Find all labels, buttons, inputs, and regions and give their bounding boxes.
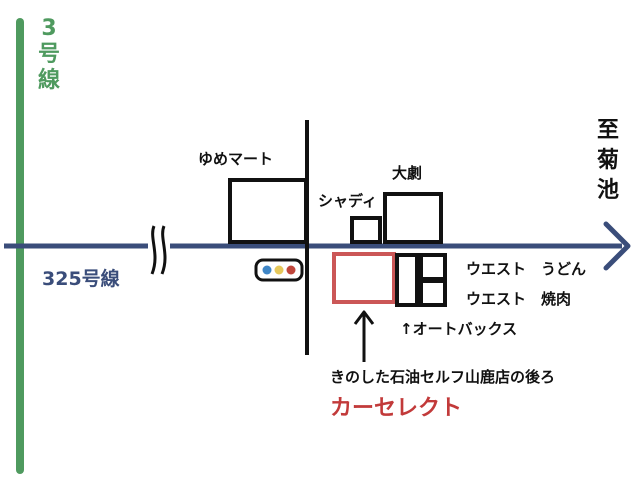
destination-char-1: 至 — [596, 118, 619, 143]
autobacs-label: ↑オートバックス — [400, 320, 518, 338]
car-select-label: カーセレクト — [330, 396, 463, 421]
road-break-mark — [148, 222, 170, 276]
traffic-light-icon — [254, 258, 304, 282]
destination-label: 至 菊 池 — [595, 116, 621, 206]
daigeki-building — [383, 192, 443, 244]
traffic-light-blue — [262, 265, 272, 275]
west-udon-label: ウエスト うどん — [466, 260, 587, 278]
traffic-light-yellow — [274, 265, 284, 275]
route-3-char-2: 号 — [37, 42, 60, 67]
gas-station-note-label: きのした石油セルフ山鹿店の後ろ — [330, 368, 556, 386]
pointer-arrow-icon — [353, 310, 375, 325]
route-3-label: 3 号 線 — [36, 16, 62, 94]
destination-char-2: 菊 — [596, 148, 619, 173]
destination-char-3: 池 — [596, 178, 619, 203]
car-select-building — [332, 252, 396, 304]
route-325-label: 325号線 — [42, 268, 120, 290]
shadi-building — [350, 216, 382, 244]
route-3-char-1: 3 — [41, 16, 57, 41]
west-building-lower — [419, 279, 447, 307]
west-yakiniku-label: ウエスト 焼肉 — [466, 290, 572, 308]
direction-arrow-icon — [603, 221, 631, 271]
west-building-left — [395, 253, 419, 307]
route-3-char-3: 線 — [37, 68, 60, 93]
shadi-label: シャディ — [318, 192, 377, 210]
yume-mart-building — [228, 178, 308, 244]
west-building-upper — [419, 253, 447, 281]
daigeki-label: 大劇 — [392, 164, 423, 182]
traffic-light-red — [286, 265, 296, 275]
yume-mart-label: ゆめマート — [198, 150, 274, 168]
